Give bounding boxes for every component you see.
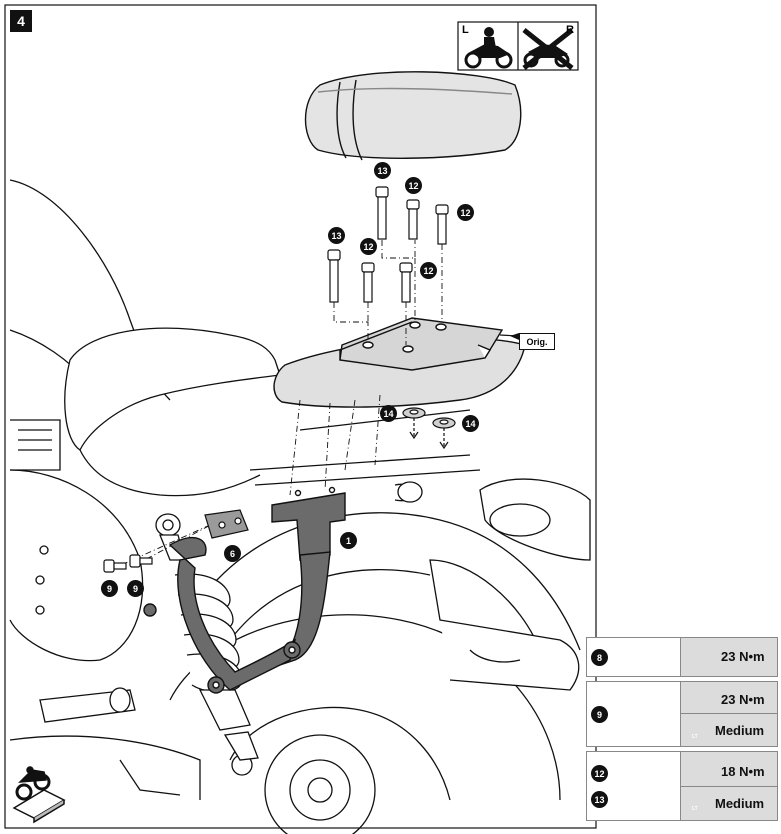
orig-arrow [510,333,519,340]
bolts-upper [327,186,449,303]
spec-box-12-13: 18 N•m Medium LT 12 13 [586,751,778,821]
orig-reference-label: Orig. [519,333,555,350]
spacer-plate [204,509,249,539]
callout-9-right: 9 [127,580,144,597]
threadlock-tag-12-13: LT [692,806,698,812]
bolts-9 [103,554,153,573]
threadlock-value-12-13: Medium [715,796,765,811]
page-frame [4,4,597,829]
spec-box-9: 23 N•m Medium LT 9 [586,681,778,747]
spec-divider [681,786,777,787]
spec-9-part-badge: 9 [591,706,608,723]
callout-13-top: 13 [374,162,391,179]
callout-13-lower: 13 [328,227,345,244]
mounting-plate [273,317,526,408]
threadlock-tag-9: LT [692,734,698,740]
torque-value-9: 23 N•m [721,692,765,707]
callout-14-left: 14 [380,405,397,422]
side-bracket [143,486,346,694]
top-case [304,71,522,161]
callout-1-bracket: 1 [340,532,357,549]
spec-box-12-13-right: 18 N•m Medium LT [680,752,777,820]
spec-box-8-right: 23 N•m [680,638,777,676]
step-number-badge: 4 [10,10,32,32]
spec-12-part-badge: 12 [591,765,608,782]
spec-8-part-badge: 8 [591,649,608,666]
callout-9-left: 9 [101,580,118,597]
torque-value-8: 23 N•m [721,649,765,664]
callout-12-lower: 12 [360,238,377,255]
washers [402,407,456,450]
callout-12-top-mid: 12 [405,177,422,194]
callout-12-top-right: 12 [457,204,474,221]
spec-box-8: 23 N•m 8 [586,637,778,677]
spec-divider [681,713,777,714]
callout-14-right: 14 [462,415,479,432]
spec-13-part-badge: 13 [591,791,608,808]
callout-6-plate: 6 [224,545,241,562]
left-label: L [462,24,469,36]
threadlock-value-9: Medium [715,723,765,738]
torque-value-12-13: 18 N•m [721,764,765,779]
workstand-icon [12,766,66,824]
right-label: R [566,24,574,36]
orientation-panel [457,21,579,71]
spec-box-9-right: 23 N•m Medium LT [680,682,777,746]
no-passenger-icon [522,28,574,70]
motorcycle-outline [9,179,591,834]
motorcycle-rider-icon [464,27,513,69]
callout-12-lower-right: 12 [420,262,437,279]
